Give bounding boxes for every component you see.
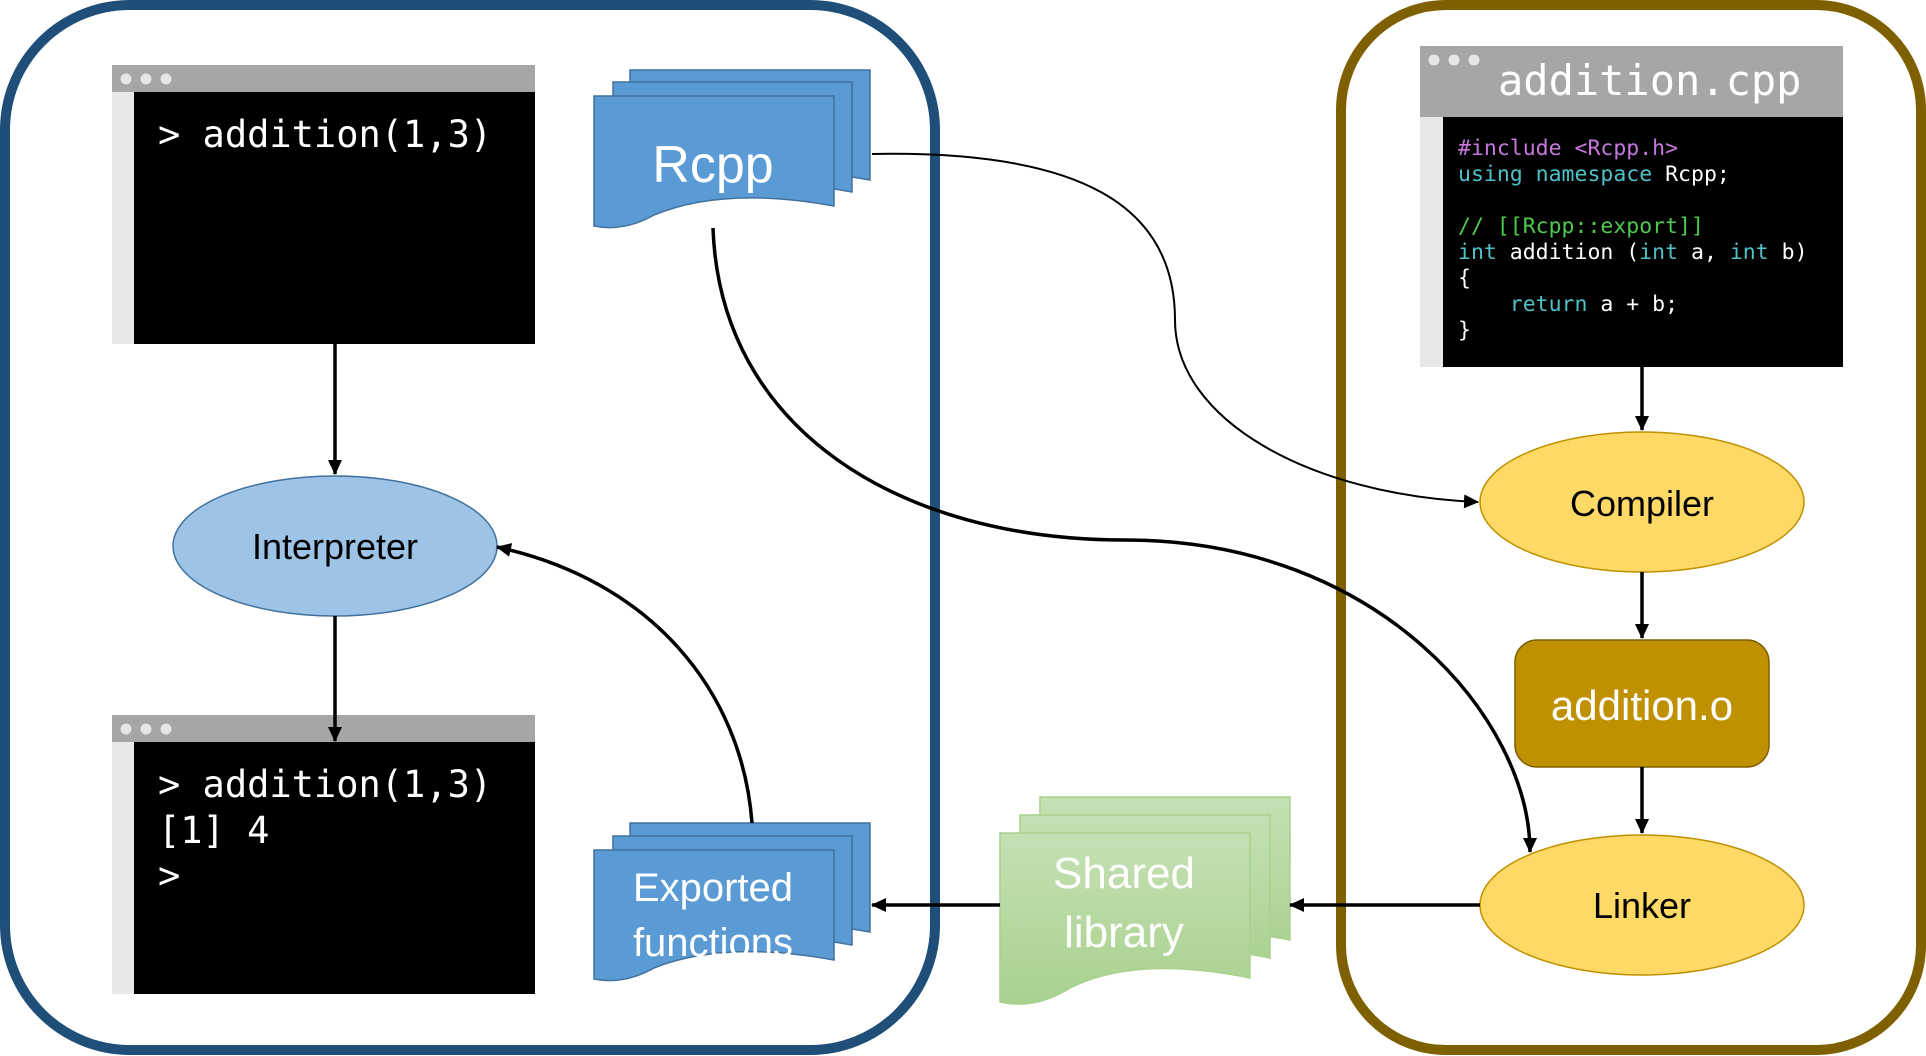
source-code-block: #include <Rcpp.h>using namespace Rcpp; //… <box>1458 136 1808 343</box>
code-token: return <box>1510 292 1588 317</box>
r-session-panel <box>0 0 940 1055</box>
code-token: b) <box>1769 240 1808 265</box>
source-file-title: addition.cpp <box>1498 56 1801 105</box>
window-dot-icon <box>1468 54 1480 66</box>
compiler-label: Compiler <box>1570 483 1714 524</box>
code-token: a + b; <box>1587 292 1678 317</box>
code-token <box>1458 292 1510 317</box>
console-input-window: > addition(1,3) <box>112 65 535 344</box>
console-input-line: > addition(1,3) <box>158 113 492 156</box>
code-token: } <box>1458 318 1471 343</box>
linker-label: Linker <box>1593 885 1691 926</box>
rcpp-document-stack: Rcpp <box>593 69 871 229</box>
code-line: return a + b; <box>1458 292 1678 317</box>
code-line: int addition (int a, int b) <box>1458 240 1808 265</box>
exported-to-interpreter-arrow <box>496 543 754 824</box>
code-token: addition ( <box>1497 240 1639 265</box>
exported-functions-label: Exported <box>633 866 793 910</box>
object-file-node: addition.o <box>1514 639 1770 768</box>
window-dot-icon <box>1448 54 1460 66</box>
rcpp-to-compiler-arrow <box>871 152 1479 509</box>
interpreter-label: Interpreter <box>252 526 418 567</box>
linker-node: Linker <box>1479 834 1805 976</box>
console-output-window: > addition(1,3) [1] 4 > <box>112 715 535 994</box>
shared-library-label: library <box>1064 908 1184 957</box>
code-line: // [[Rcpp::export]] <box>1458 214 1704 239</box>
compiler-node: Compiler <box>1479 431 1805 573</box>
shared-library-stack: Shared library <box>999 796 1291 1005</box>
code-token: using namespace <box>1458 162 1652 187</box>
code-token: // [[Rcpp::export]] <box>1458 214 1704 239</box>
interpreter-node: Interpreter <box>172 475 498 617</box>
window-dot-icon <box>1428 54 1440 66</box>
code-token: { <box>1458 266 1471 291</box>
code-line: #include <Rcpp.h> <box>1458 136 1678 161</box>
console-output-line: > addition(1,3) <box>158 763 492 806</box>
window-dot-icon <box>140 73 152 85</box>
code-token: a, <box>1678 240 1730 265</box>
code-token: int <box>1639 240 1678 265</box>
window-dot-icon <box>160 73 172 85</box>
code-line: using namespace Rcpp; <box>1458 162 1730 187</box>
shared-library-label: Shared <box>1053 849 1195 898</box>
cpp-build-panel <box>1336 0 1926 1055</box>
source-file-window: addition.cpp #include <Rcpp.h>using name… <box>1420 46 1843 367</box>
exported-functions-label: functions <box>633 921 793 965</box>
code-line: { <box>1458 266 1471 291</box>
object-file-label: addition.o <box>1551 682 1733 729</box>
window-dot-icon <box>120 73 132 85</box>
window-dot-icon <box>140 723 152 735</box>
rcpp-to-linker-arrow <box>711 227 1537 853</box>
code-line: } <box>1458 318 1471 343</box>
console-output-line: > <box>158 854 180 897</box>
code-token: Rcpp; <box>1652 162 1730 187</box>
window-dot-icon <box>120 723 132 735</box>
exported-functions-stack: Exported functions <box>593 822 871 982</box>
console-output-line: [1] 4 <box>158 809 269 852</box>
code-token: int <box>1458 240 1497 265</box>
code-token: int <box>1730 240 1769 265</box>
code-token: #include <Rcpp.h> <box>1458 136 1678 161</box>
window-dot-icon <box>160 723 172 735</box>
rcpp-label: Rcpp <box>652 136 773 194</box>
